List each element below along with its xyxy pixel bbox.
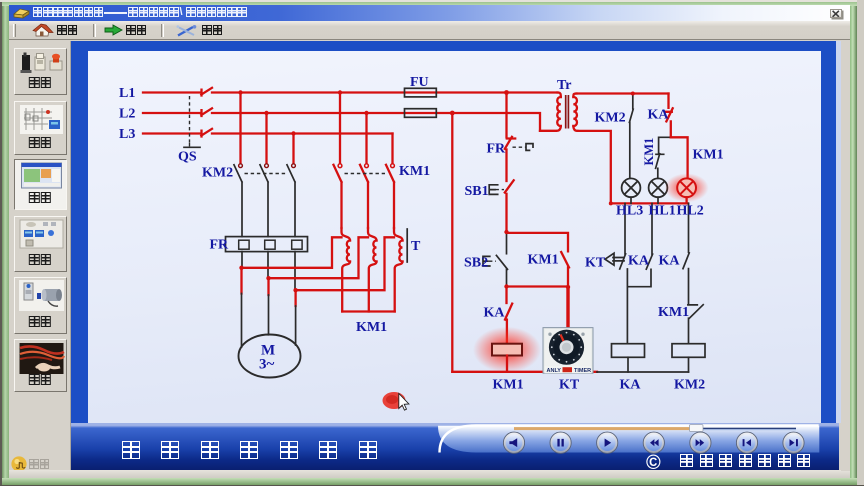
svg-text:Tr: Tr	[557, 78, 572, 93]
svg-text:KM2: KM2	[674, 378, 705, 393]
svg-text:KA: KA	[484, 306, 506, 321]
svg-text:KM1: KM1	[493, 378, 524, 393]
svg-text:3~: 3~	[259, 357, 275, 373]
svg-text:KM1: KM1	[642, 138, 656, 166]
svg-text:HL2: HL2	[677, 204, 704, 219]
svg-text:FU: FU	[410, 75, 429, 90]
svg-text:T: T	[411, 239, 421, 254]
svg-text:KA: KA	[648, 108, 670, 123]
svg-text:KM1: KM1	[528, 253, 559, 268]
svg-text:L2: L2	[119, 107, 135, 122]
svg-text:ANLY: ANLY	[547, 368, 562, 374]
svg-text:TIMER: TIMER	[574, 368, 591, 374]
svg-text:KT: KT	[559, 378, 580, 393]
svg-text:KM1: KM1	[693, 148, 724, 163]
svg-text:KA: KA	[659, 254, 681, 269]
svg-text:HL1: HL1	[649, 204, 676, 219]
svg-text:FR: FR	[210, 238, 230, 253]
svg-text:KA: KA	[628, 254, 650, 269]
svg-text:SB1: SB1	[465, 184, 489, 199]
svg-text:SB2: SB2	[464, 256, 488, 271]
svg-text:KA: KA	[620, 378, 642, 393]
svg-text:KT: KT	[585, 256, 606, 271]
svg-text:KM1: KM1	[399, 164, 430, 179]
svg-text:KM1: KM1	[356, 320, 387, 335]
svg-text:HL3: HL3	[616, 204, 643, 219]
svg-text:QS: QS	[178, 150, 197, 165]
svg-text:KM2: KM2	[202, 166, 233, 181]
svg-text:L1: L1	[119, 86, 135, 101]
svg-text:L3: L3	[119, 127, 135, 142]
svg-text:KM1: KM1	[658, 305, 689, 320]
svg-text:KM2: KM2	[595, 111, 626, 126]
svg-text:FR: FR	[487, 142, 507, 157]
svg-text:M: M	[261, 343, 275, 359]
